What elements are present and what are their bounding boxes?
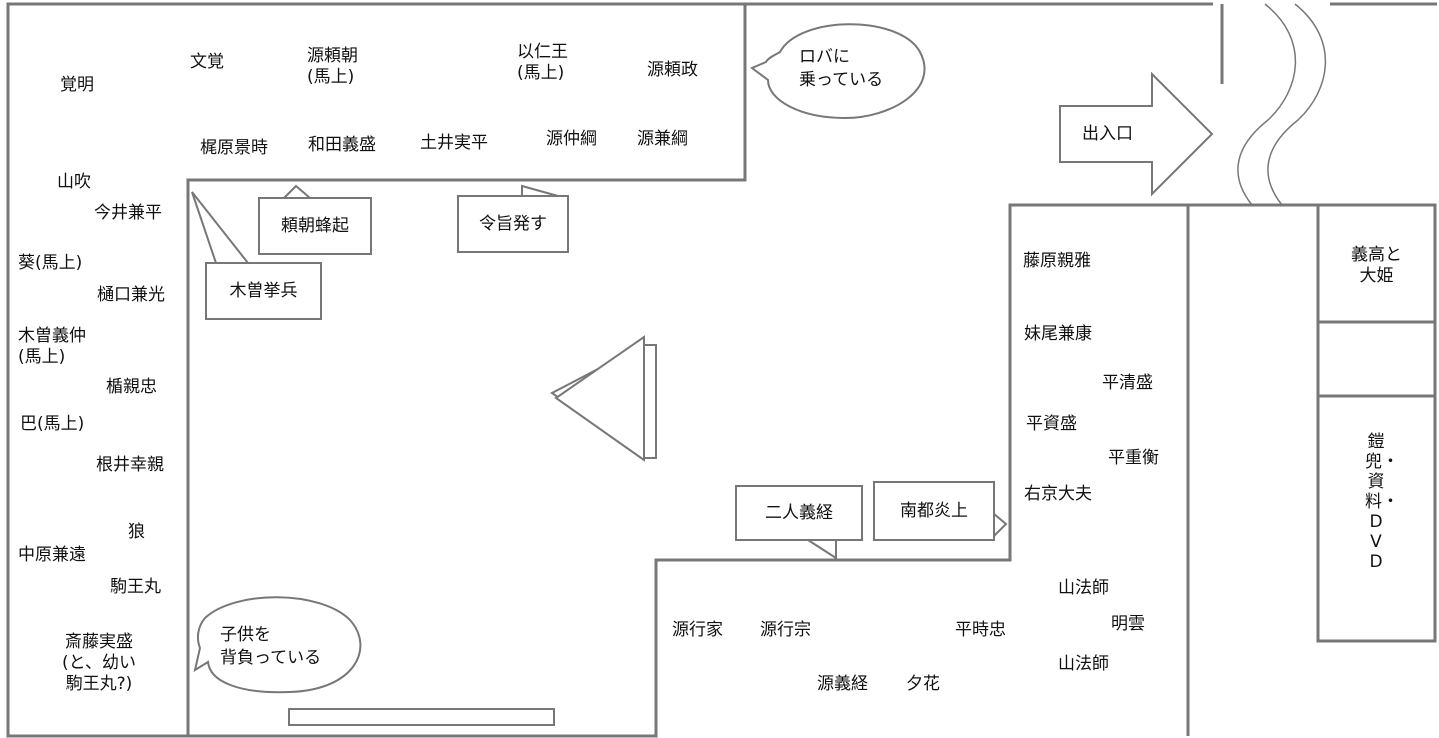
entrance-label: 出入口 [1082,124,1133,144]
label-minamoto-yoritomo: 源頼朝 (馬上) [307,46,358,87]
label-senoo-kaneyasu: 妹尾兼康 [1024,324,1092,344]
label-mongaku: 文覚 [190,52,224,72]
label-nakahara-kanetoo: 中原兼遠 [18,545,86,565]
center-display-inner [554,335,645,462]
label-minamoto-yukiie: 源行家 [672,620,723,640]
callout-yoritomo-hoki: 頼朝蜂起 [258,197,372,255]
label-kajiwara-kagetoki: 梶原景時 [200,138,268,158]
label-taira-shigehira: 平重衡 [1108,448,1159,468]
label-minamoto-yoshitsune: 源義経 [817,674,868,694]
label-ukyo-daibu: 右京大夫 [1024,484,1092,504]
callout-futari-yoshitsune: 二人義経 [735,485,863,541]
room-armor-dvd: 鎧兜・資料・DVD [1365,432,1399,572]
label-taira-kiyomori: 平清盛 [1102,373,1153,393]
left-outer-wall [6,2,745,738]
bubble-roba: ロバに 乗っている [799,47,884,90]
curtain-wave-2 [1267,3,1327,206]
label-yamahoshi-2: 山法師 [1058,654,1109,674]
label-tomoe: 巴(馬上) [20,414,85,434]
label-mochihito-o: 以仁王 (馬上) [517,42,568,83]
label-saito-sanemori: 斎藤実盛 (と、幼い 駒王丸?) [62,632,136,694]
label-yamabuki: 山吹 [57,172,91,192]
bubble-kodomo: 子供を 背負っている [220,625,322,668]
bubble-kodomo-shape [193,596,362,694]
label-meiun: 明雲 [1111,614,1145,634]
label-imai-kanehira: 今井兼平 [94,203,162,223]
label-doi-sanehira: 土井実平 [420,133,488,153]
label-taira-tokitada: 平時忠 [955,620,1006,640]
label-taira-sukemori: 平資盛 [1026,414,1077,434]
entrance-arrow [1059,71,1214,197]
label-yuka: 夕花 [906,674,940,694]
label-komaomaru: 駒王丸 [110,577,161,597]
label-tate-chikatada: 楯親忠 [106,377,157,397]
callout-tail-yoritomo [283,184,311,199]
label-kiso-yoshinaka: 木曽義仲 (馬上) [18,326,86,367]
callout-tail-kiso [191,191,249,264]
label-ookami: 狼 [128,522,145,542]
callout-kiso-kyohei: 木曽挙兵 [205,262,322,320]
room-middle [1316,320,1437,398]
label-wada-yoshimori: 和田義盛 [308,135,376,155]
label-kakumyo: 覚明 [60,75,94,95]
label-fujiwara-chikamasa: 藤原親雅 [1023,251,1091,271]
callout-tail-nanto [993,513,1008,537]
label-aoi: 葵(馬上) [18,253,83,273]
callout-ryoji-hassu: 令旨発す [457,195,569,253]
label-nei-yukichika: 根井幸親 [96,455,164,475]
callout-nanto-enjo: 南都炎上 [873,481,995,541]
label-higuchi-kanemitsu: 樋口兼光 [97,285,165,305]
room-yoshitaka-ohime: 義高と 大姫 [1351,245,1402,286]
bubble-roba-shape [750,23,926,120]
curtain-wave-1 [1237,3,1297,206]
label-minamoto-yukimune: 源行宗 [760,620,811,640]
outer-wall [186,4,1190,738]
room-armor [1316,394,1437,643]
label-yamahoshi-1: 山法師 [1058,578,1109,598]
callout-tail-futari [807,539,837,560]
label-minamoto-kanetsuna: 源兼綱 [637,129,688,149]
label-minamoto-yorimasa: 源頼政 [647,60,698,80]
label-minamoto-nakatsuna: 源仲綱 [546,129,597,149]
bench [288,708,555,726]
